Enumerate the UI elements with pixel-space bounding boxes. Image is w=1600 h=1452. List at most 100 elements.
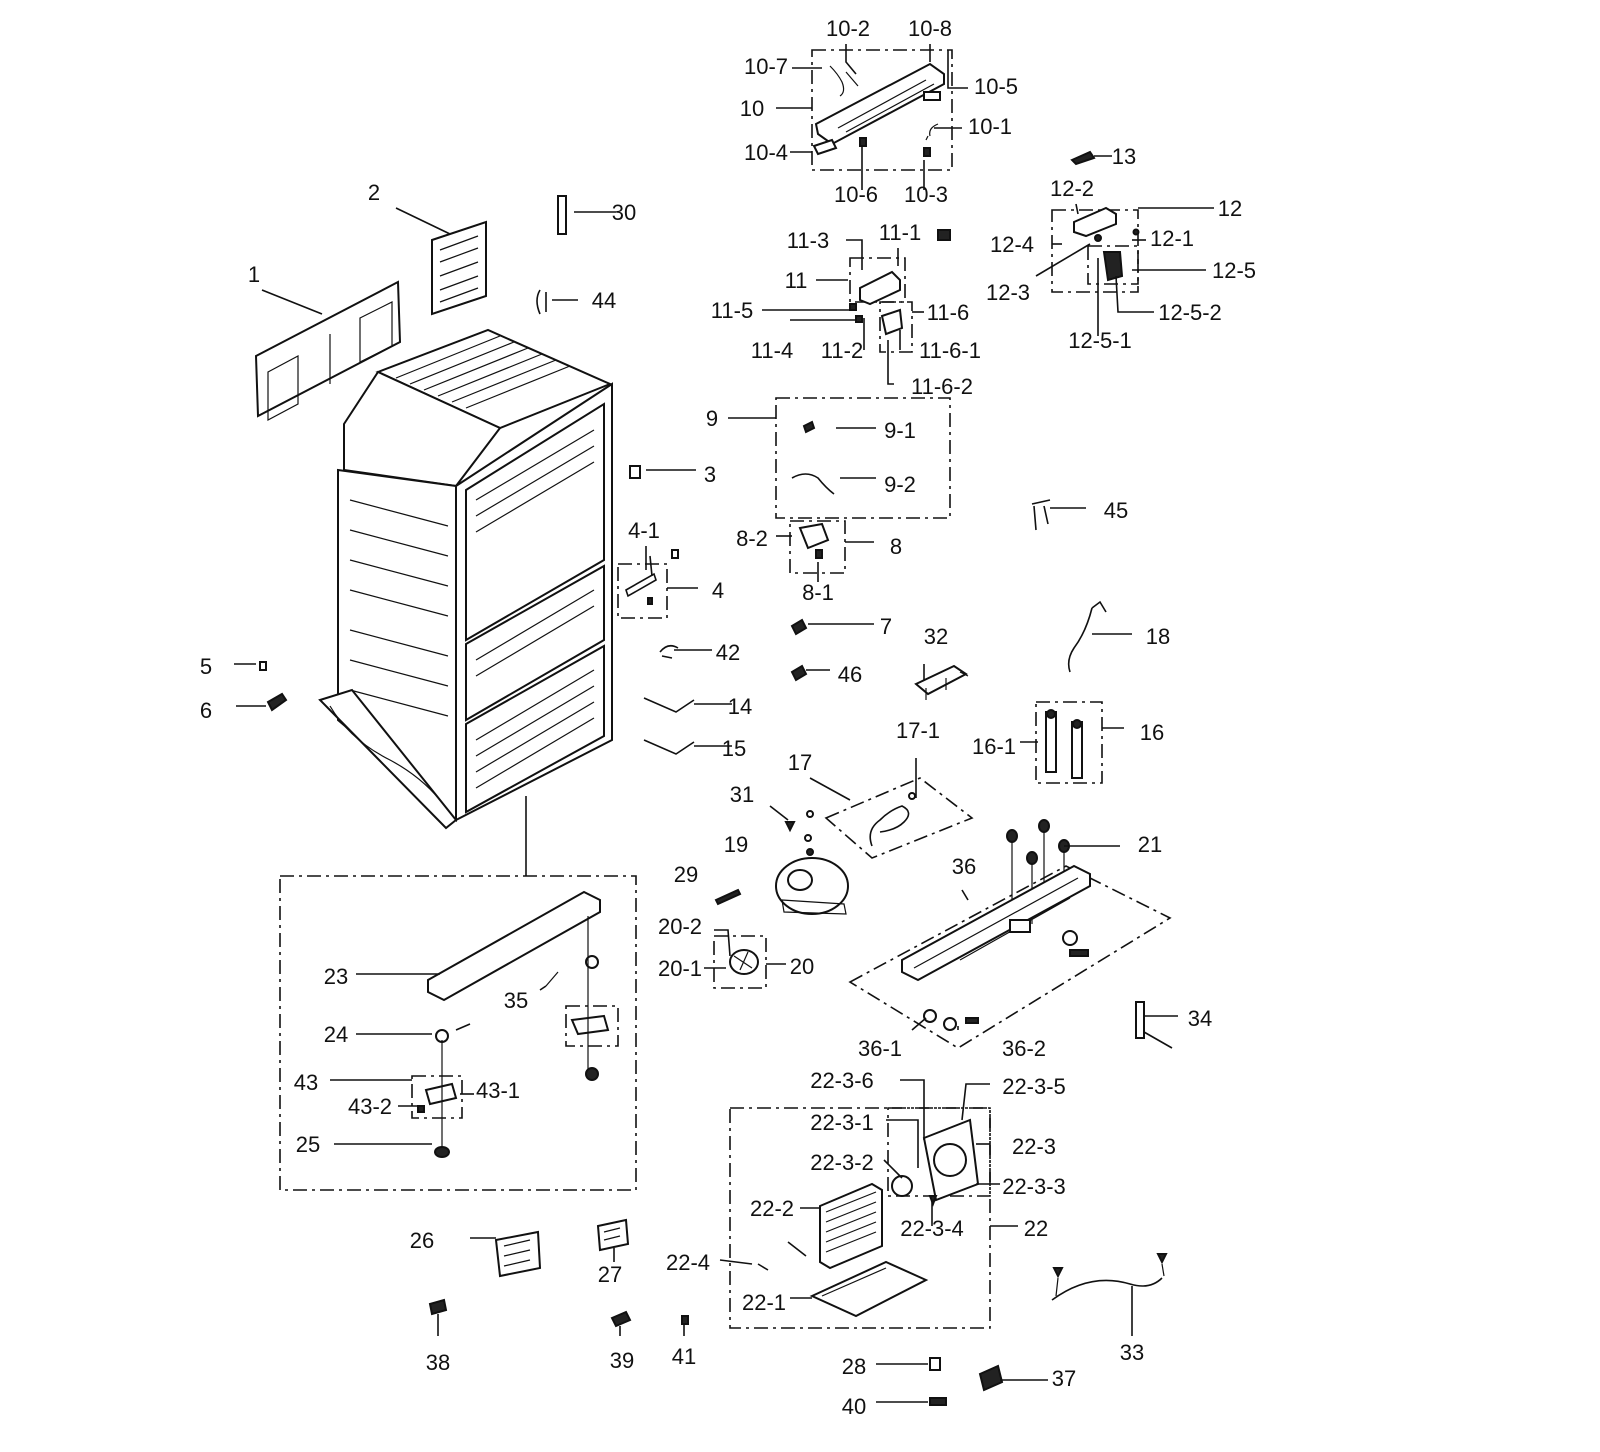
callout-39: 39 [610, 1348, 634, 1373]
part-18 [1067, 600, 1107, 673]
callout-6: 6 [200, 698, 212, 723]
part-29 [714, 888, 742, 906]
callout-9: 9 [706, 406, 718, 431]
callout-17-1: 17-1 [896, 718, 940, 743]
callout-20-1: 20-1 [658, 956, 702, 981]
callout-43: 43 [294, 1070, 318, 1095]
part-8 [798, 522, 830, 559]
callout-10-8: 10-8 [908, 16, 952, 41]
callout-2: 2 [368, 180, 380, 205]
callout-11-1: 11-1 [879, 220, 921, 245]
callout-41: 41 [672, 1344, 696, 1369]
callout-33: 33 [1120, 1340, 1144, 1365]
callout-36: 36 [952, 854, 976, 879]
callout-10-7: 10-7 [744, 54, 788, 79]
part-15 [643, 739, 695, 755]
callout-12-4: 12-4 [990, 232, 1034, 257]
callout-29: 29 [674, 862, 698, 887]
part-7 [790, 618, 808, 636]
part-42 [659, 644, 679, 659]
callout-25: 25 [296, 1132, 320, 1157]
part-26-board [494, 1230, 542, 1278]
callout-12-5-2: 12-5-2 [1158, 300, 1222, 325]
callout-11-2: 11-2 [821, 338, 863, 363]
group-boxes [279, 49, 1172, 1329]
part-40 [929, 1397, 947, 1406]
callout-11-3: 11-3 [787, 228, 829, 253]
part-38 [428, 1298, 448, 1316]
part-5 [259, 661, 267, 671]
part-2-plate [431, 220, 487, 316]
callout-10: 10 [740, 96, 764, 121]
part-34 [1135, 1001, 1173, 1049]
callout-12-3: 12-3 [986, 280, 1030, 305]
part-17 [869, 805, 910, 847]
callout-4-1: 4-1 [628, 518, 660, 543]
part-41 [681, 1315, 689, 1325]
callout-12-1: 12-1 [1150, 226, 1194, 251]
callout-22-3: 22-3 [1012, 1134, 1056, 1159]
callout-35: 35 [504, 988, 528, 1013]
callout-38: 38 [426, 1350, 450, 1375]
part-6 [266, 692, 288, 712]
callout-36-2: 36-2 [1002, 1036, 1046, 1061]
callout-26: 26 [410, 1228, 434, 1253]
callout-22-3-6: 22-3-6 [810, 1068, 874, 1093]
callout-10-4: 10-4 [744, 140, 788, 165]
callout-27: 27 [598, 1262, 622, 1287]
callout-22: 22 [1024, 1216, 1048, 1241]
callout-11-5: 11-5 [711, 298, 753, 323]
callout-15: 15 [722, 736, 746, 761]
callout-24: 24 [324, 1022, 348, 1047]
callout-3: 3 [704, 462, 716, 487]
callout-19: 19 [724, 832, 748, 857]
callout-8-1: 8-1 [802, 580, 834, 605]
callout-22-3-3: 22-3-3 [1002, 1174, 1066, 1199]
part-13 [1070, 150, 1096, 166]
callout-46: 46 [838, 662, 862, 687]
part-12-hinge [1073, 206, 1140, 282]
callout-11-6-2: 11-6-2 [911, 374, 973, 399]
part-44 [536, 289, 547, 315]
callout-10-6: 10-6 [834, 182, 878, 207]
callout-20-2: 20-2 [658, 914, 702, 939]
callout-10-5: 10-5 [974, 74, 1018, 99]
callout-34: 34 [1188, 1006, 1212, 1031]
part-11-hinge [849, 229, 951, 336]
callout-12-5-1: 12-5-1 [1068, 328, 1132, 353]
part-16 [1045, 709, 1083, 779]
callout-22-3-1: 22-3-1 [810, 1110, 874, 1135]
part-10-bracket [812, 62, 945, 157]
part-9-1 [802, 420, 816, 434]
callout-20: 20 [790, 954, 814, 979]
callout-17: 17 [788, 750, 812, 775]
part-28 [929, 1357, 941, 1371]
callout-5: 5 [200, 654, 212, 679]
callout-11-6-1: 11-6-1 [919, 338, 981, 363]
callout-28: 28 [842, 1354, 866, 1379]
callout-40: 40 [842, 1394, 866, 1419]
leader-lines [234, 44, 1214, 1403]
callout-8: 8 [890, 534, 902, 559]
callout-23: 23 [324, 964, 348, 989]
callout-43-1: 43-1 [476, 1078, 520, 1103]
callout-21: 21 [1138, 832, 1162, 857]
callout-11-4: 11-4 [751, 338, 793, 363]
part-22-assembly [757, 1118, 980, 1318]
part-drawings [254, 62, 1173, 1406]
part-33-harness [1051, 1253, 1168, 1301]
callout-10-2: 10-2 [826, 16, 870, 41]
part-46 [790, 664, 808, 682]
callout-11: 11 [785, 268, 808, 293]
part-4 [625, 549, 679, 605]
part-20-fan [729, 949, 759, 975]
callout-22-3-4: 22-3-4 [900, 1216, 964, 1241]
callout-4: 4 [712, 578, 724, 603]
part-31 [784, 821, 796, 833]
callout-36-1: 36-1 [858, 1036, 902, 1061]
callout-22-1: 22-1 [742, 1290, 786, 1315]
callout-11-6: 11-6 [927, 300, 969, 325]
callout-13: 13 [1112, 144, 1136, 169]
